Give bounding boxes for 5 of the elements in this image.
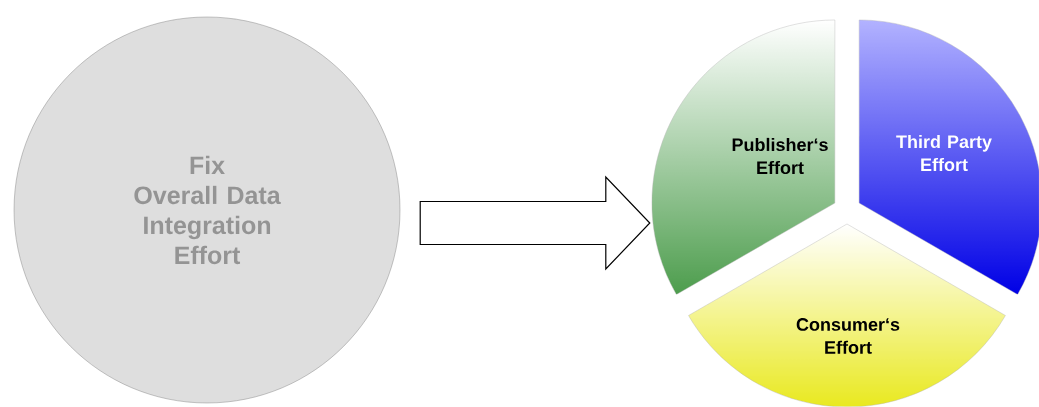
block-arrow (419, 175, 651, 271)
circle-node: Fix Overall Data Integration Effort (13, 16, 401, 404)
pie-wedge: Consumer‘s Effort (688, 223, 1006, 407)
pie-wedge: Publisher‘s Effort (651, 19, 836, 295)
pie-wedge: Third Party Effort (858, 19, 1039, 295)
